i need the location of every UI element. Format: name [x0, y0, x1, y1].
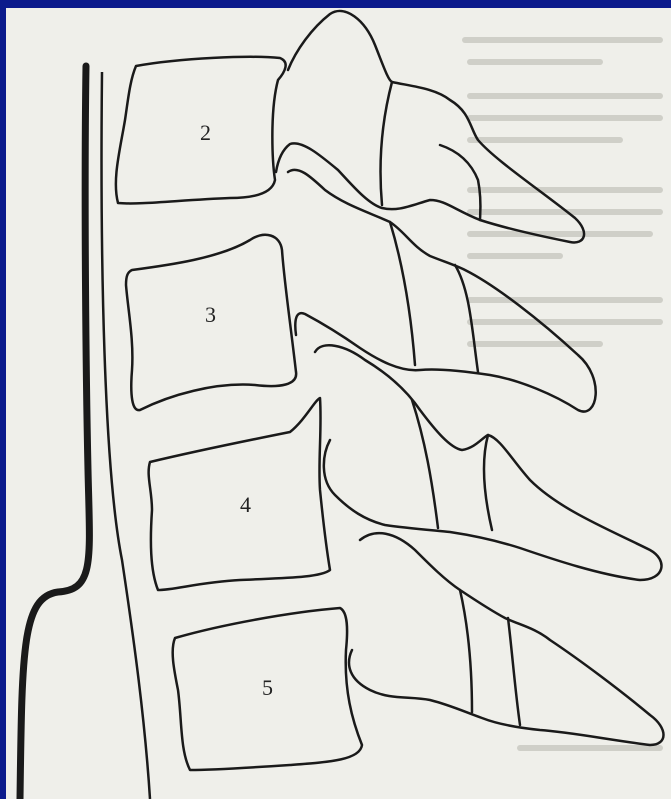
anterior-line: [102, 72, 150, 799]
vertebra-label-5: 5: [262, 675, 273, 700]
c3-posterior-arch: [288, 170, 596, 412]
skin-outline: [20, 66, 89, 799]
c5-facet-line: [460, 590, 472, 712]
vertebra-label-3: 3: [205, 302, 216, 327]
c3-facet-line: [390, 222, 415, 365]
vertebra-label-2: 2: [200, 120, 211, 145]
c2-dens-and-arch: [276, 11, 584, 242]
scanned-page: 2 3 4 5: [6, 8, 671, 799]
c3-lamina: [455, 265, 478, 372]
vertebra-label-4: 4: [240, 492, 251, 517]
bleed-through-text: [465, 40, 660, 748]
c5-posterior-arch: [349, 533, 663, 745]
c4-lamina: [484, 435, 492, 530]
c4-facet-line: [412, 400, 438, 528]
cervical-spine-diagram: 2 3 4 5: [6, 8, 671, 799]
c2-facet-line: [380, 82, 392, 205]
c4-posterior-arch: [315, 345, 661, 580]
c2-lamina: [440, 145, 481, 220]
c5-lamina: [508, 618, 520, 725]
